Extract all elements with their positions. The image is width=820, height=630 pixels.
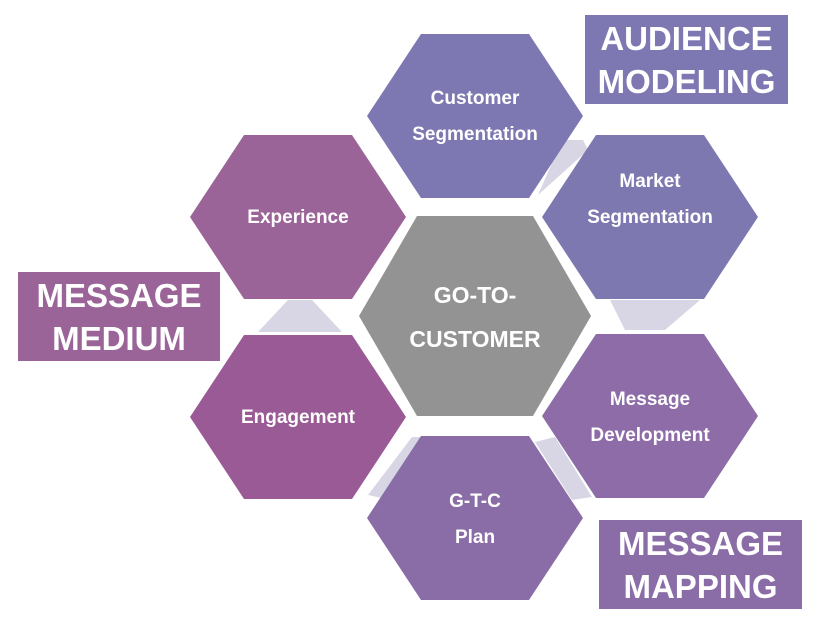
audience-modeling-label: AUDIENCE MODELING bbox=[585, 15, 788, 104]
hexagon-shape bbox=[367, 34, 583, 198]
label-line1: MESSAGE bbox=[617, 524, 784, 562]
hexagon-shape bbox=[359, 216, 591, 416]
message-medium-label: MESSAGE MEDIUM bbox=[18, 272, 220, 361]
hexagon-market-segmentation: Market Segmentation bbox=[542, 135, 758, 299]
hexagon-label-line1: Message bbox=[610, 389, 690, 410]
label-line1: MESSAGE bbox=[36, 276, 202, 314]
label-line2: MODELING bbox=[597, 62, 776, 100]
connector-2 bbox=[258, 300, 342, 332]
connector-3 bbox=[535, 437, 592, 500]
label-line1: AUDIENCE bbox=[600, 19, 773, 57]
hexagon-shape bbox=[190, 135, 406, 299]
hexagon-label-line1: Market bbox=[619, 171, 681, 192]
center-label-line2: CUSTOMER bbox=[409, 326, 541, 352]
center-label-line1: GO-TO- bbox=[434, 282, 517, 308]
hexagon-customer-segmentation: Customer Segmentation bbox=[367, 34, 583, 198]
hexagon-label-line1: Experience bbox=[247, 207, 348, 228]
message-mapping-label: MESSAGE MAPPING bbox=[599, 520, 802, 609]
hexagon-shape bbox=[542, 334, 758, 498]
hexagon-label-line1: Engagement bbox=[241, 407, 356, 428]
hexagon-label-line1: Customer bbox=[431, 88, 520, 109]
hexagon-shape bbox=[542, 135, 758, 299]
hexagon-label-line2: Plan bbox=[455, 527, 495, 548]
hexagon-shape bbox=[190, 335, 406, 499]
hexagon-message-development: Message Development bbox=[542, 334, 758, 498]
hexagon-experience: Experience bbox=[190, 135, 406, 299]
hexagon-label-line2: Segmentation bbox=[412, 124, 538, 145]
label-line2: MEDIUM bbox=[52, 319, 186, 357]
label-line2: MAPPING bbox=[623, 567, 778, 605]
hexagon-gtc-plan: G-T-C Plan bbox=[367, 436, 583, 600]
hexagon-shape bbox=[367, 436, 583, 600]
hexagon-engagement: Engagement bbox=[190, 335, 406, 499]
hexagon-label-line1: G-T-C bbox=[449, 491, 501, 512]
connector-0 bbox=[538, 140, 588, 195]
hexagon-label-line2: Development bbox=[590, 425, 710, 446]
connector-1 bbox=[610, 300, 700, 330]
hexagon-center-go-to-customer: GO-TO- CUSTOMER bbox=[359, 216, 591, 416]
hexagon-label-line2: Segmentation bbox=[587, 207, 713, 228]
